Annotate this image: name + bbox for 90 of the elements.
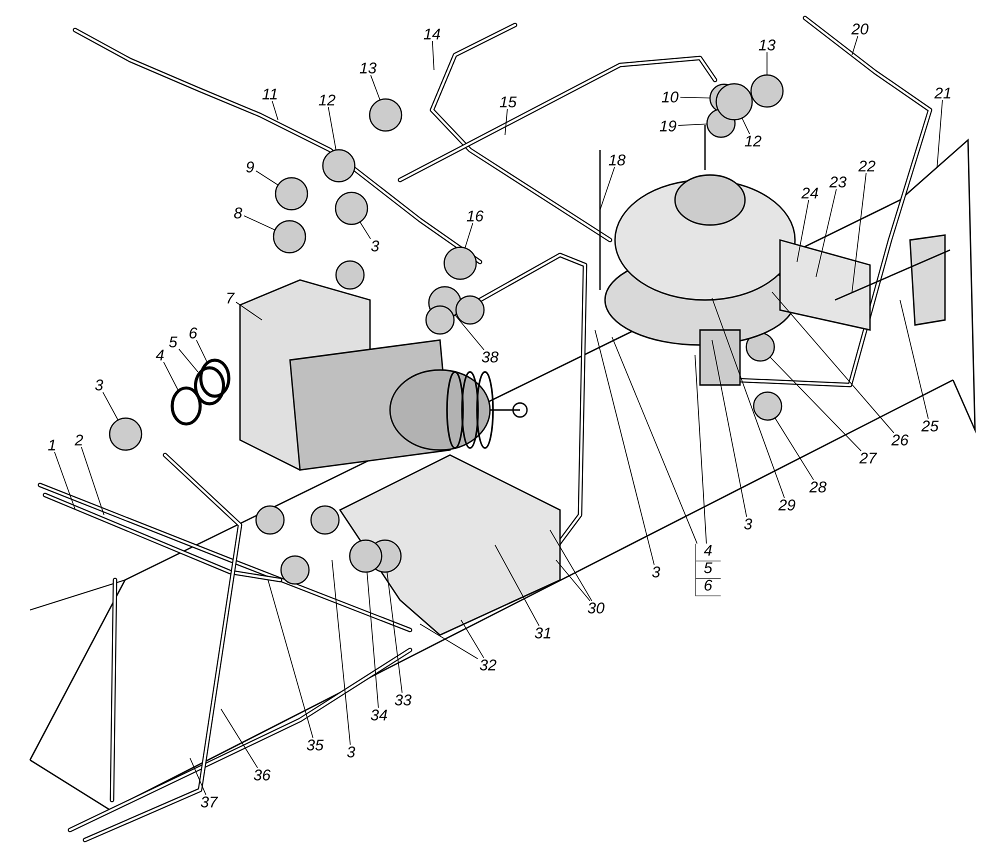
leader-line — [163, 362, 178, 390]
leader-line — [770, 356, 862, 452]
leader-line — [432, 40, 434, 70]
callout-number: 5 — [169, 336, 178, 348]
leader-line — [852, 172, 867, 292]
leader-line — [494, 544, 540, 626]
leader-line — [220, 708, 258, 768]
callout-number: 2 — [74, 434, 84, 446]
callout-number: 36 — [254, 770, 271, 780]
callout-number: 3 — [95, 380, 104, 390]
callout-number: 35 — [306, 740, 324, 750]
callout-number: 12 — [318, 94, 336, 106]
leader-line — [460, 620, 484, 658]
leader-line — [900, 300, 929, 420]
callout-number: 38 — [482, 352, 499, 362]
callout-number: 12 — [744, 136, 762, 146]
leader-line — [370, 74, 380, 100]
leader-line — [678, 124, 708, 126]
callout-number: 32 — [480, 660, 496, 670]
leader-line — [102, 392, 118, 420]
callout-number: 33 — [394, 694, 412, 706]
callout-number: 27 — [859, 452, 878, 464]
callout-number: 3 — [652, 566, 660, 578]
callout-number: 13 — [360, 62, 376, 74]
callout-bracket: 4 5 6 — [695, 544, 722, 596]
callout-number: 31 — [534, 628, 550, 638]
callout-number: 3 — [744, 518, 752, 530]
leader-line — [386, 572, 403, 694]
callout-number: 29 — [778, 500, 796, 510]
callout-number: 3 — [371, 240, 380, 252]
callout-number: 14 — [424, 28, 440, 40]
callout-number: 1 — [48, 440, 55, 450]
leader-line — [594, 330, 655, 566]
callout-number: 4 — [156, 350, 164, 360]
callout-number: 21 — [934, 88, 950, 98]
callout-number: 3 — [347, 746, 356, 758]
leader-line — [256, 170, 278, 186]
leader-line — [196, 340, 208, 362]
leader-line — [550, 530, 592, 602]
callout-number: 37 — [200, 796, 218, 808]
leader-line — [464, 222, 474, 248]
leader-line — [852, 36, 858, 56]
leader-line — [268, 580, 314, 738]
callout-number: 11 — [262, 88, 277, 100]
leader-line — [742, 118, 750, 134]
leader-line — [612, 336, 698, 544]
callout-number: 19 — [660, 120, 676, 132]
leader-line — [178, 348, 198, 372]
callout-number: 22 — [858, 160, 876, 172]
callout-number: 28 — [809, 482, 827, 492]
callout-number: 23 — [829, 176, 846, 188]
leader-line — [454, 314, 484, 350]
callout-number: 15 — [500, 96, 517, 108]
callout-number: 18 — [608, 154, 626, 166]
leader-line — [772, 292, 894, 434]
leader-line — [816, 188, 837, 278]
callout-number: 8 — [234, 208, 242, 218]
callout-number: 13 — [758, 40, 776, 50]
leader-line — [244, 215, 276, 230]
callout-number: 20 — [851, 24, 868, 34]
callout-number: 9 — [246, 162, 254, 172]
leader-line — [694, 354, 707, 544]
leader-line — [360, 222, 371, 240]
leader-line — [774, 418, 814, 480]
callout-number: 25 — [921, 420, 939, 432]
leader-line — [272, 100, 278, 120]
callout-number: 7 — [227, 292, 235, 304]
leader-line — [712, 340, 748, 518]
leader-line — [556, 560, 590, 602]
callout-number: 10 — [662, 92, 678, 102]
leader-line — [54, 452, 76, 510]
leader-line — [766, 52, 768, 76]
callout-number: 30 — [588, 602, 604, 614]
leader-line — [600, 166, 615, 210]
leader-line — [936, 100, 943, 168]
leader-line — [366, 572, 379, 708]
leader-line — [190, 758, 206, 796]
callout-number: 16 — [466, 210, 484, 222]
leader-line — [328, 106, 336, 150]
callout-number: 6 — [190, 328, 198, 338]
leader-line — [796, 200, 810, 262]
leader-line — [504, 108, 508, 136]
callout-number: 34 — [370, 710, 388, 720]
callout-number: 26 — [891, 434, 909, 446]
leader-line — [712, 298, 785, 498]
leader-line — [680, 96, 710, 98]
leader-line — [332, 560, 351, 746]
leader-line — [420, 624, 478, 660]
callout-number: 24 — [801, 188, 818, 198]
leader-line — [80, 446, 104, 516]
